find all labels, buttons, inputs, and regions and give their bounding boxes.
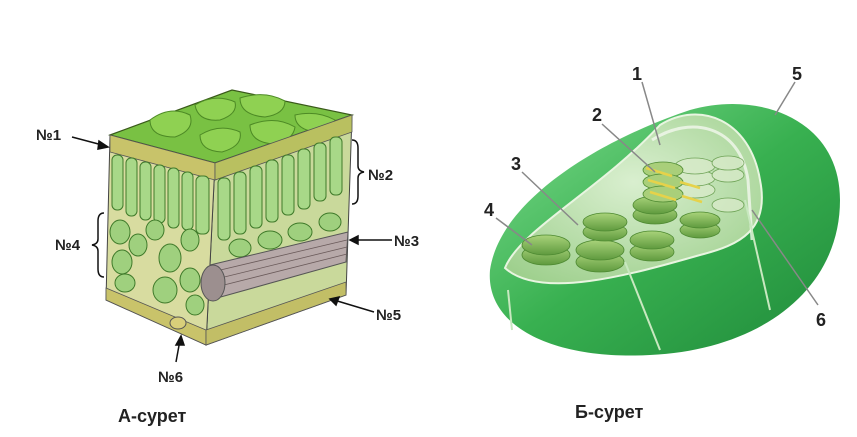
label-n4: №4: [55, 237, 81, 254]
grana: [521, 155, 745, 273]
figure-a-annotations: [71, 136, 392, 363]
spongy-cells: [109, 212, 342, 316]
label-n2: №2: [368, 167, 393, 184]
label-n3: №3: [394, 233, 419, 250]
palisade-cells: [111, 136, 343, 241]
stoma: [169, 316, 187, 330]
label-n6: №6: [158, 369, 183, 386]
label-3: 3: [511, 154, 521, 174]
leaf-cross-section: [105, 89, 355, 346]
label-1: 1: [632, 64, 642, 84]
vascular-bundle: [200, 231, 349, 302]
caption-a: А-сурет: [118, 406, 187, 426]
label-5: 5: [792, 64, 802, 84]
caption-b: Б-сурет: [575, 402, 643, 422]
label-6: 6: [816, 310, 826, 330]
figure-b-annotations: [495, 81, 819, 306]
label-2: 2: [592, 105, 602, 125]
label-4: 4: [484, 200, 494, 220]
chloroplast: [489, 104, 840, 356]
label-n1: №1: [36, 127, 61, 144]
label-n5: №5: [376, 307, 401, 324]
